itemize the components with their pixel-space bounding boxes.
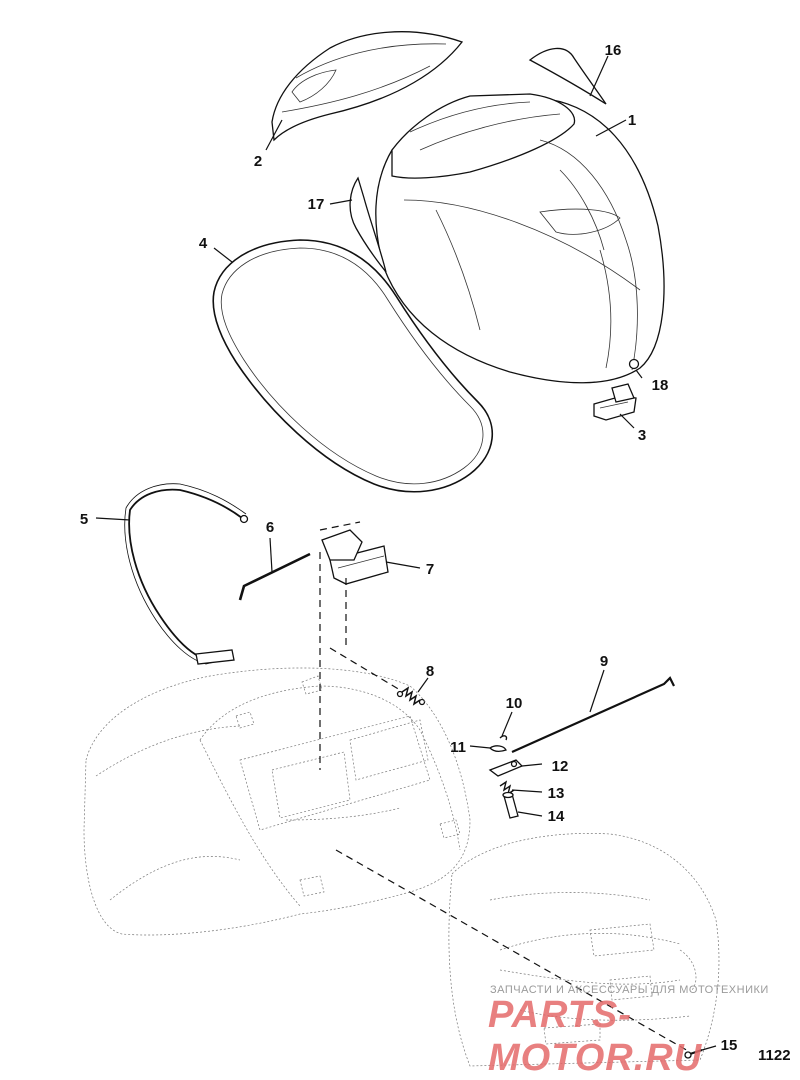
part-6-latch-rod	[238, 552, 311, 601]
callout-11: 11	[450, 739, 466, 756]
callout-7: 7	[426, 561, 434, 578]
callout-17: 17	[308, 196, 325, 213]
callout-4: 4	[199, 235, 208, 252]
part-8-spring	[396, 686, 426, 706]
callout-10: 10	[506, 695, 523, 712]
callout-8: 8	[426, 663, 434, 680]
callout-6: 6	[266, 519, 274, 536]
callout-1: 1	[628, 112, 636, 129]
part-10-clip	[499, 735, 508, 741]
figure-reference-number: 1122	[758, 1047, 791, 1064]
part-5-release-cable	[124, 483, 249, 665]
callout-2: 2	[254, 153, 262, 170]
leader-lines	[95, 55, 717, 1051]
callout-labels: 1 2 3 4 5 6 7 8 9 10 11 12 13 14 15 16 1…	[80, 42, 738, 1054]
part-4-cowl-seal	[212, 239, 493, 493]
part-9-link-rod	[511, 676, 675, 754]
assembly-guide-lines	[319, 521, 691, 1053]
part-14-pin	[502, 791, 519, 819]
callout-18: 18	[652, 377, 669, 394]
callout-5: 5	[80, 511, 88, 528]
part-11-washer	[488, 745, 507, 752]
part-12-lever	[488, 759, 524, 777]
part-15-screw	[684, 1049, 703, 1059]
part-18-nut	[628, 358, 640, 370]
callout-16: 16	[605, 42, 622, 59]
watermark-brand: PARTS-MOTOR.RU	[488, 994, 703, 1079]
part-17-side-decal	[349, 176, 387, 273]
callout-15: 15	[721, 1037, 738, 1054]
part-2-upper-trim	[271, 31, 464, 142]
part-1-top-cowl	[375, 93, 665, 384]
callout-3: 3	[638, 427, 646, 444]
callout-13: 13	[548, 785, 565, 802]
callout-14: 14	[548, 808, 565, 825]
part-16-decal	[528, 47, 607, 105]
lower-cowl-assembly	[83, 667, 720, 1067]
part-7-latch-handle	[321, 529, 389, 585]
part-3-latch-bracket	[593, 383, 637, 421]
callout-12: 12	[552, 758, 569, 775]
watermark-caption: ЗАПЧАСТИ И АКСЕССУАРЫ ДЛЯ МОТОТЕХНИКИ	[490, 984, 769, 996]
callout-9: 9	[600, 653, 608, 670]
